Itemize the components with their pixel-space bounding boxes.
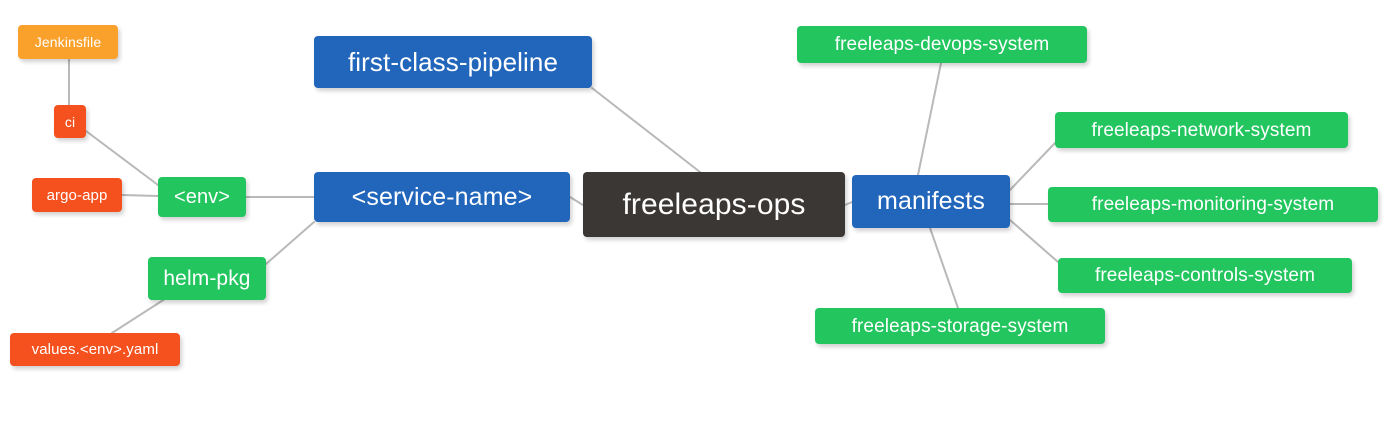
node-label-values-env-yaml: values.<env>.yaml: [31, 341, 159, 358]
edge-manifests-to-freeleaps-controls-system: [1009, 219, 1059, 263]
edge-env-to-argo-app: [121, 194, 159, 197]
edge-freeleaps-ops-to-service-name: [569, 196, 584, 206]
node-first-class-pipeline[interactable]: first-class-pipeline: [314, 36, 592, 88]
node-helm-pkg[interactable]: helm-pkg: [148, 257, 266, 300]
node-label-freeleaps-controls-system: freeleaps-controls-system: [1094, 265, 1316, 286]
node-freeleaps-ops[interactable]: freeleaps-ops: [583, 172, 845, 237]
edge-env-to-ci: [85, 130, 159, 186]
node-label-freeleaps-devops-system: freeleaps-devops-system: [834, 34, 1050, 55]
edge-manifests-to-freeleaps-network-system: [1009, 142, 1056, 191]
node-label-jenkinsfile: Jenkinsfile: [34, 34, 102, 50]
edge-freeleaps-ops-to-first-class-pipeline: [591, 87, 701, 173]
node-ci[interactable]: ci: [54, 105, 86, 138]
node-jenkinsfile[interactable]: Jenkinsfile: [18, 25, 118, 59]
node-freeleaps-storage-system[interactable]: freeleaps-storage-system: [815, 308, 1105, 344]
edge-helm-pkg-to-values-env-yaml: [111, 296, 169, 334]
node-env[interactable]: <env>: [158, 177, 246, 217]
node-freeleaps-controls-system[interactable]: freeleaps-controls-system: [1058, 258, 1352, 293]
edge-freeleaps-ops-to-manifests: [844, 201, 853, 206]
node-label-freeleaps-storage-system: freeleaps-storage-system: [851, 315, 1069, 337]
node-label-argo-app: argo-app: [46, 186, 108, 204]
node-label-freeleaps-monitoring-system: freeleaps-monitoring-system: [1091, 194, 1335, 215]
edge-manifests-to-freeleaps-devops-system: [917, 62, 942, 176]
node-label-freeleaps-ops: freeleaps-ops: [622, 187, 806, 221]
node-label-freeleaps-network-system: freeleaps-network-system: [1091, 119, 1312, 141]
node-freeleaps-network-system[interactable]: freeleaps-network-system: [1055, 112, 1348, 148]
node-service-name[interactable]: <service-name>: [314, 172, 570, 222]
node-label-ci: ci: [64, 113, 76, 130]
node-freeleaps-devops-system[interactable]: freeleaps-devops-system: [797, 26, 1087, 63]
node-label-helm-pkg: helm-pkg: [163, 267, 251, 290]
node-manifests[interactable]: manifests: [852, 175, 1010, 228]
node-label-env: <env>: [173, 186, 231, 208]
node-values-env-yaml[interactable]: values.<env>.yaml: [10, 333, 180, 366]
node-label-first-class-pipeline: first-class-pipeline: [347, 47, 559, 77]
edge-service-name-to-helm-pkg: [265, 221, 315, 265]
node-argo-app[interactable]: argo-app: [32, 178, 122, 212]
node-label-service-name: <service-name>: [351, 182, 533, 211]
edge-manifests-to-freeleaps-storage-system: [929, 227, 959, 309]
node-freeleaps-monitoring-system[interactable]: freeleaps-monitoring-system: [1048, 187, 1378, 222]
node-label-manifests: manifests: [877, 187, 985, 215]
